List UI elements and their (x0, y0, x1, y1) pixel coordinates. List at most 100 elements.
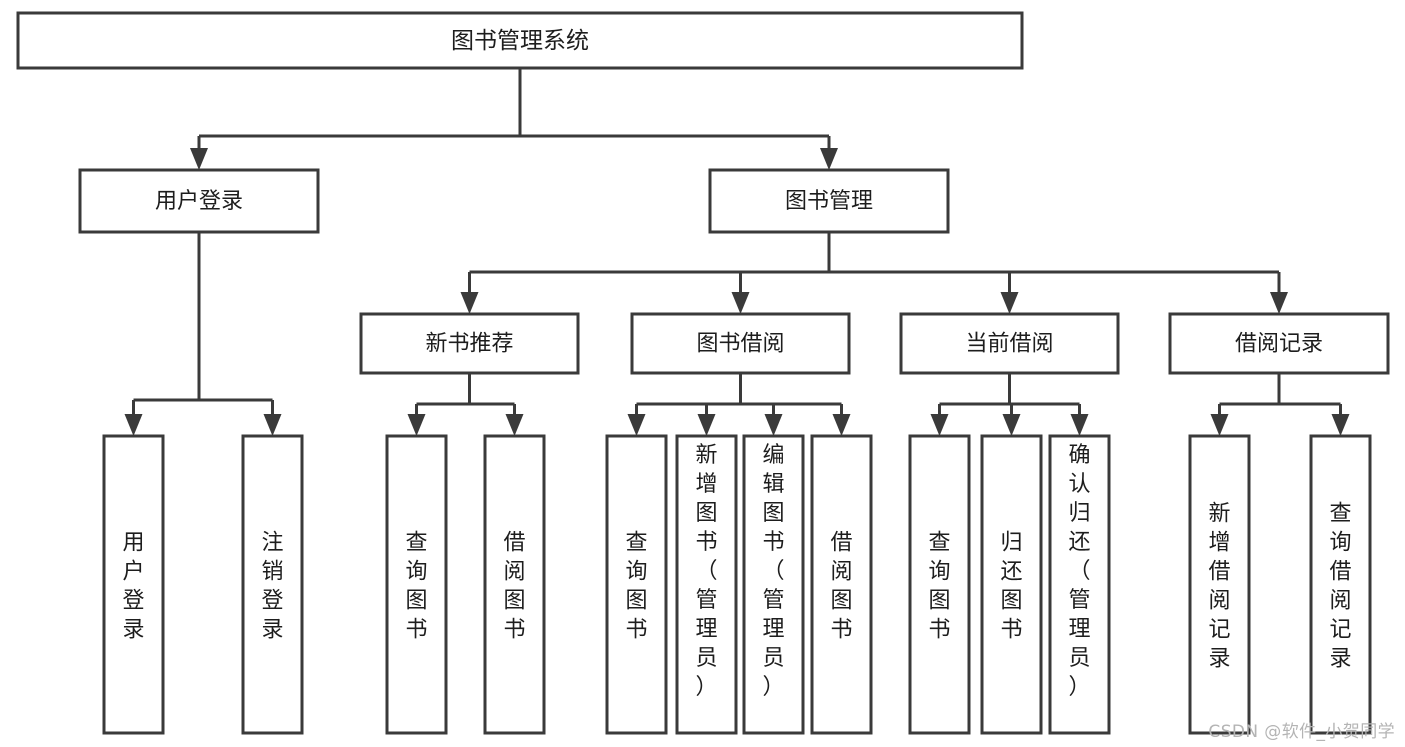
arrow-head-icon (832, 414, 851, 436)
leaf-label-char: 新 (1208, 502, 1230, 527)
arrow-head-icon (1210, 414, 1229, 436)
leaf-label-char: 查 (625, 531, 647, 556)
arrow-head-icon (1002, 414, 1021, 436)
leaf-label-char: 还 (1000, 560, 1022, 585)
arrow-head-icon (460, 292, 479, 314)
leaf-label-char: 书 (928, 618, 950, 643)
leaf-rect (605, 434, 668, 735)
leaf-label-char: 图 (928, 589, 950, 614)
leaf-label-char: 书 (625, 618, 647, 643)
leaf-rect (385, 434, 448, 735)
node-box-0-0[interactable]: 图书管理系统 (16, 11, 1024, 70)
arrow-head-icon (190, 148, 208, 170)
node-rect (630, 312, 851, 375)
leaf-label-char: 查 (1329, 502, 1351, 527)
node-label: 用户登录 (155, 189, 243, 214)
leaf-rect (1188, 434, 1251, 735)
node-label: 图书借阅 (696, 332, 784, 357)
leaf-label-char: ） (1068, 675, 1090, 700)
arrow-head-icon (627, 414, 646, 436)
leaf-label-char: 阅 (1329, 589, 1351, 614)
leaf-rect (1309, 434, 1372, 735)
leaf-label-char: ） (762, 675, 784, 700)
leaf-label-char: 书 (405, 618, 427, 643)
node-label: 当前借阅 (965, 332, 1053, 357)
leaf-label-char: 归 (1068, 501, 1090, 526)
node-box-2-1[interactable]: 图书借阅 (630, 312, 851, 375)
leaf-label-char: 增 (695, 472, 717, 497)
leaf-label-char: 户 (122, 560, 144, 585)
leaf-label-char: 询 (928, 560, 950, 585)
leaf-label-char: 书 (830, 618, 852, 643)
node-box-2-2[interactable]: 当前借阅 (899, 312, 1120, 375)
arrow-head-icon (263, 414, 282, 436)
leaf-label-char: 新 (695, 443, 717, 468)
arrow-head-icon (1270, 292, 1288, 314)
leaf-label-char: 编 (762, 443, 784, 468)
leaf-label-char: 还 (1068, 530, 1090, 555)
node-box-2-3[interactable]: 借阅记录 (1168, 312, 1390, 375)
leaf-label-char: 书 (695, 530, 717, 555)
leaf-label-char: 阅 (830, 560, 852, 585)
leaf-label-char: 认 (1068, 472, 1090, 497)
arrow-head-icon (1070, 414, 1089, 436)
leaf-label-char: ） (695, 675, 717, 700)
leaf-label-char: 录 (1208, 647, 1230, 672)
leaf-label-char: 查 (928, 531, 950, 556)
leaf-rect (102, 434, 165, 735)
leaf-label-char: 管 (1068, 588, 1090, 613)
leaf-label-char: 员 (762, 646, 784, 671)
csdn-watermark: CSDN @软件_小贺同学 (1208, 722, 1395, 742)
leaf-rect (241, 434, 304, 735)
leaf-label-char: 记 (1329, 618, 1351, 643)
arrow-head-icon (124, 414, 143, 436)
leaf-label-char: 员 (695, 646, 717, 671)
arrow-head-icon (820, 148, 838, 170)
arrow-head-icon (764, 414, 783, 436)
arrow-head-icon (930, 414, 949, 436)
leaf-label-char: 图 (1000, 589, 1022, 614)
leaf-label-char: 登 (261, 589, 283, 614)
node-rect (16, 11, 1024, 70)
leaf-label-char: 询 (405, 560, 427, 585)
node-box-2-0[interactable]: 新书推荐 (359, 312, 580, 375)
leaf-rect (742, 434, 805, 735)
leaf-label-char: 图 (695, 501, 717, 526)
leaf-label-char: 书 (503, 618, 525, 643)
leaf-label-char: 录 (261, 618, 283, 643)
node-label: 图书管理系统 (451, 28, 589, 54)
leaf-label-char: 图 (625, 589, 647, 614)
leaf-label-char: 员 (1068, 646, 1090, 671)
arrow-head-icon (505, 414, 524, 436)
leaf-label-char: 注 (261, 531, 283, 556)
leaf-label-char: 图 (830, 589, 852, 614)
leaf-rect (980, 434, 1043, 735)
node-rect (1168, 312, 1390, 375)
leaf-rect (908, 434, 971, 735)
node-box-1-0[interactable]: 用户登录 (78, 168, 320, 234)
leaf-label-char: 录 (1329, 647, 1351, 672)
node-boxes: 图书管理系统用户登录图书管理新书推荐图书借阅当前借阅借阅记录用户登录注销登录查询… (16, 11, 1390, 735)
leaf-rect (1048, 434, 1111, 735)
leaf-label-char: 确 (1068, 443, 1090, 468)
node-box-1-1[interactable]: 图书管理 (708, 168, 950, 234)
node-label: 图书管理 (785, 189, 873, 214)
node-rect (708, 168, 950, 234)
leaf-label-char: 增 (1208, 531, 1230, 556)
leaf-box-0[interactable]: 用户登录 (102, 434, 165, 735)
arrow-head-icon (407, 414, 426, 436)
leaf-label-char: 书 (762, 530, 784, 555)
arrow-head-icon (1000, 292, 1019, 314)
